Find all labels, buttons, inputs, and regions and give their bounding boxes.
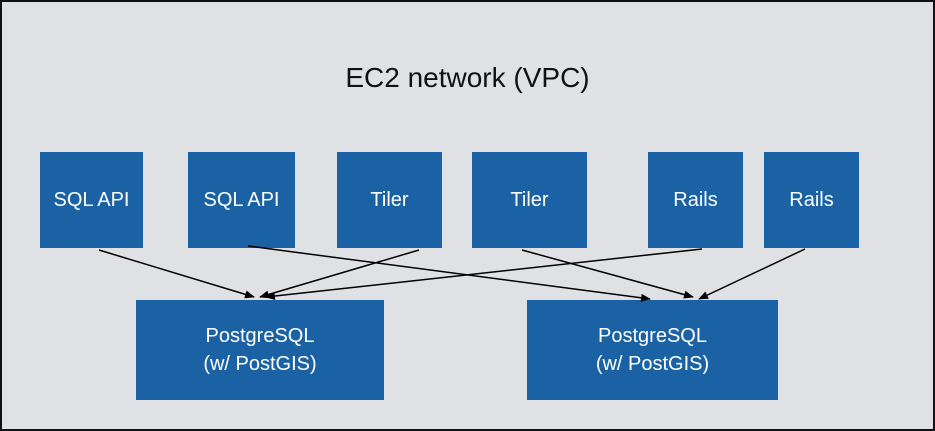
rails-node-1: Rails bbox=[648, 152, 743, 248]
postgresql-node-1: PostgreSQL (w/ PostGIS) bbox=[136, 300, 384, 400]
rails-node-1-label: Rails bbox=[673, 189, 718, 211]
arrow-sqlapi1-to-pg1 bbox=[98, 249, 255, 299]
tiler-node-2: Tiler bbox=[472, 152, 587, 248]
sql-api-node-1-label: SQL API bbox=[53, 189, 130, 211]
postgresql-node-1-name: PostgreSQL bbox=[205, 325, 315, 347]
arrow-tiler2-to-pg2 bbox=[521, 249, 694, 299]
postgresql-node-2-name: PostgreSQL bbox=[598, 325, 707, 347]
tiler-node-2-label: Tiler bbox=[510, 189, 549, 211]
rails-node-2: Rails bbox=[764, 152, 859, 248]
rails-node-2-label: Rails bbox=[789, 189, 834, 211]
postgresql-node-2: PostgreSQL (w/ PostGIS) bbox=[527, 300, 778, 400]
diagram-title: EC2 network (VPC) bbox=[345, 62, 590, 93]
sql-api-node-1: SQL API bbox=[40, 152, 143, 248]
sql-api-node-2-label: SQL API bbox=[203, 189, 280, 211]
tiler-node-1: Tiler bbox=[337, 152, 442, 248]
arrow-tiler1-to-pg1 bbox=[259, 249, 420, 299]
postgresql-node-2-extension: (w/ PostGIS) bbox=[595, 353, 710, 375]
arrow-rails1-to-pg1 bbox=[265, 248, 703, 300]
arrow-rails2-to-pg2 bbox=[698, 248, 806, 300]
arrow-sqlapi2-to-pg2 bbox=[247, 245, 651, 302]
postgresql-node-1-extension: (w/ PostGIS) bbox=[203, 353, 317, 375]
tiler-node-1-label: Tiler bbox=[370, 189, 409, 211]
sql-api-node-2: SQL API bbox=[188, 152, 295, 248]
